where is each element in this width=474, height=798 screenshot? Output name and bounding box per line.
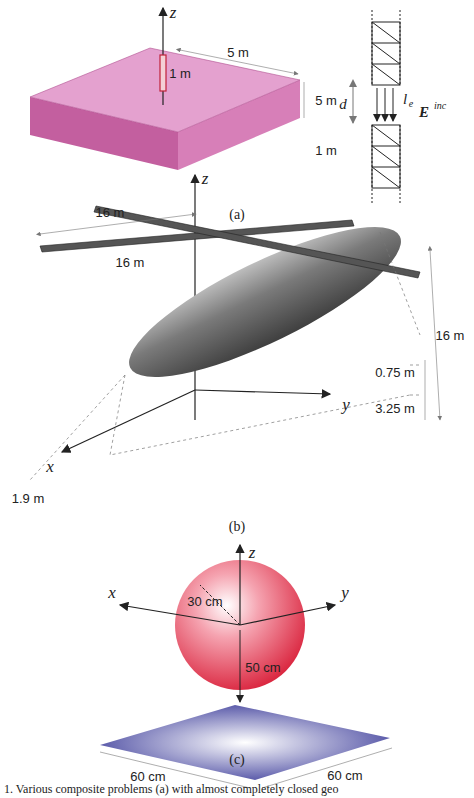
symbol: d xyxy=(339,97,347,112)
symbol: E xyxy=(419,105,429,120)
dimension: 30 cm xyxy=(187,595,222,608)
panel-label: (c) xyxy=(229,753,245,767)
symbol: inc xyxy=(434,101,446,111)
gap-detail xyxy=(353,10,400,205)
axis-label: z xyxy=(170,4,177,21)
symbol: e xyxy=(409,99,413,109)
dimension: 60 cm xyxy=(130,770,165,783)
panel-label: (a) xyxy=(229,208,245,222)
dimension: 1 m xyxy=(169,67,191,80)
figure-caption: 1. Various composite problems (a) with a… xyxy=(4,783,338,795)
axis-label: y xyxy=(342,396,350,413)
pec-box xyxy=(30,48,300,170)
axis-label: z xyxy=(249,544,256,561)
axis-label: y xyxy=(341,584,349,601)
dimension: 1 m xyxy=(315,144,337,157)
symbol: l xyxy=(403,92,407,107)
axis-label: x xyxy=(108,584,116,601)
panel-label: (b) xyxy=(229,520,245,534)
sphere-plate xyxy=(100,545,392,788)
dipole xyxy=(160,55,166,91)
axis-label: x xyxy=(46,458,54,475)
dimension: 5 m xyxy=(227,46,249,59)
dimension: 1.9 m xyxy=(12,492,45,505)
dimension: 60 cm xyxy=(327,769,362,782)
dimension: 5 m xyxy=(315,94,337,107)
dimension: 16 m xyxy=(436,329,465,342)
dimension: 3.25 m xyxy=(375,402,415,415)
dimension: 50 cm xyxy=(245,661,280,674)
axis-label: z xyxy=(202,170,209,187)
dimension: 16 m xyxy=(96,206,125,219)
helicopter xyxy=(30,175,440,480)
dimension: 16 m xyxy=(116,256,145,269)
dimension: 0.75 m xyxy=(375,366,415,379)
